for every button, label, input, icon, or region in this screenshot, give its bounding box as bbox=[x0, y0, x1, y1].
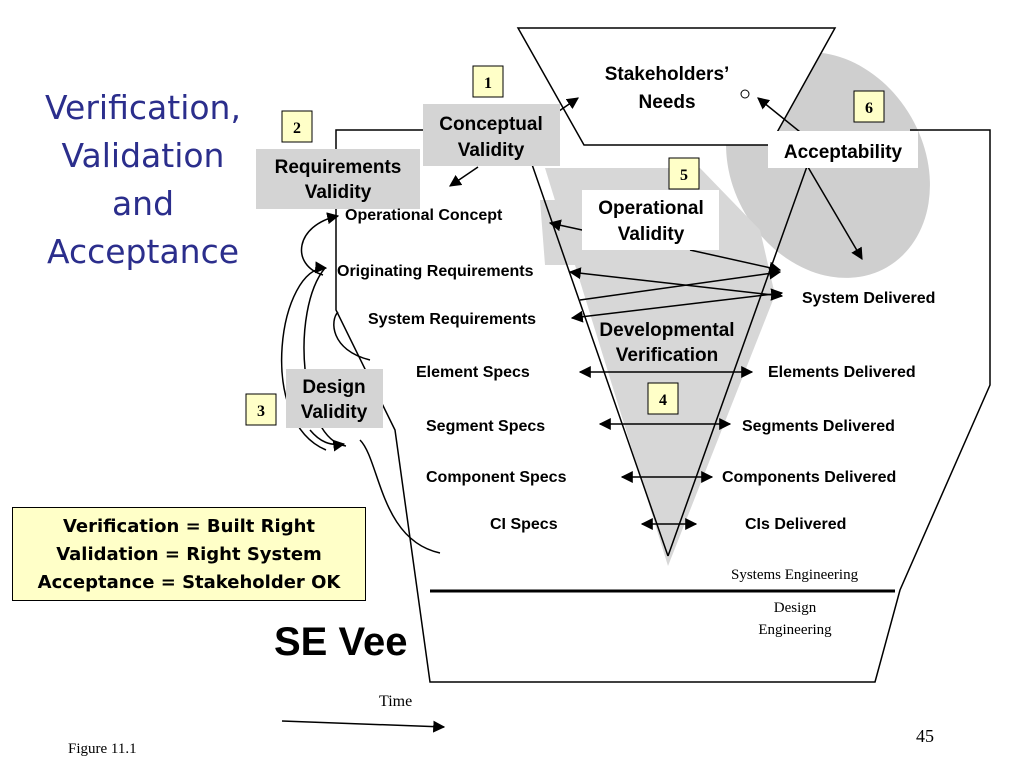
left-item-operational-concept: Operational Concept bbox=[345, 207, 503, 224]
legend-line-acceptance: Acceptance = Stakeholder OK bbox=[37, 572, 341, 593]
developmental-label-2: Verification bbox=[616, 345, 718, 366]
time-arrow bbox=[281, 720, 446, 733]
design-label-1: Design bbox=[302, 377, 365, 398]
figure-label: Figure 11.1 bbox=[68, 741, 137, 757]
number-box-5 bbox=[668, 157, 700, 190]
number-box-1 bbox=[472, 65, 504, 98]
page-number: 45 bbox=[916, 726, 934, 746]
time-label: Time bbox=[379, 693, 413, 710]
small-circle-icon bbox=[740, 89, 750, 99]
design-engineering-line-1: Design bbox=[773, 600, 817, 616]
right-item-elements-delivered: Elements Delivered bbox=[768, 364, 916, 381]
operational-label-2: Validity bbox=[618, 224, 685, 245]
page-title: Verification, Validation and Acceptance bbox=[20, 84, 266, 276]
requirements-loop bbox=[280, 261, 328, 451]
design-engineering-label: Design Engineering bbox=[740, 597, 850, 641]
stakeholders-label-2: Needs bbox=[638, 92, 695, 113]
conceptual-arrow-down bbox=[449, 166, 479, 187]
left-item-system-requirements: System Requirements bbox=[368, 311, 536, 328]
operational-arrow-right bbox=[689, 249, 782, 274]
number-3: 3 bbox=[257, 403, 265, 420]
design-engineering-line-2: Engineering bbox=[758, 622, 832, 638]
title-line-3: and bbox=[111, 184, 175, 223]
legend-line-validation: Validation = Right System bbox=[56, 544, 322, 565]
se-vee-subtitle: SE Vee bbox=[274, 620, 408, 664]
number-2: 2 bbox=[293, 120, 301, 137]
title-line-4: Acceptance bbox=[46, 232, 240, 271]
number-4: 4 bbox=[659, 392, 667, 409]
left-item-originating-requirements: Originating Requirements bbox=[337, 263, 534, 280]
operational-concept-loop bbox=[300, 212, 340, 276]
acceptability-arrow-down bbox=[804, 161, 863, 261]
conceptual-label-1: Conceptual bbox=[439, 114, 542, 135]
system-req-arrow bbox=[570, 288, 784, 323]
systems-engineering-label: Systems Engineering bbox=[731, 567, 859, 583]
right-item-segments-delivered: Segments Delivered bbox=[742, 418, 895, 435]
definition-legend: Verification = Built Right Validation = … bbox=[12, 507, 366, 601]
number-box-3 bbox=[245, 393, 277, 426]
design-validity-box bbox=[286, 369, 383, 428]
conceptual-validity-box bbox=[423, 104, 560, 166]
requirements-label-2: Validity bbox=[305, 182, 372, 203]
design-validity-lower-curve bbox=[359, 439, 441, 554]
inner-vee-left bbox=[526, 149, 669, 557]
right-item-cis-delivered: CIs Delivered bbox=[745, 516, 846, 533]
conceptual-label-2: Validity bbox=[458, 140, 525, 161]
number-6: 6 bbox=[865, 100, 873, 117]
acceptability-label: Acceptability bbox=[784, 142, 903, 163]
number-box-6 bbox=[853, 90, 885, 123]
number-5: 5 bbox=[680, 167, 688, 184]
requirements-validity-box bbox=[256, 149, 420, 209]
left-item-element-specs: Element Specs bbox=[416, 364, 530, 381]
right-item-components-delivered: Components Delivered bbox=[722, 469, 896, 486]
number-box-2 bbox=[281, 110, 313, 143]
operational-validity-box bbox=[582, 190, 719, 250]
operational-label-1: Operational bbox=[598, 198, 704, 219]
design-validity-curve bbox=[333, 311, 371, 361]
number-1: 1 bbox=[484, 75, 492, 92]
left-item-component-specs: Component Specs bbox=[426, 469, 567, 486]
developmental-label-1: Developmental bbox=[599, 320, 734, 341]
title-line-1: Verification, bbox=[45, 88, 241, 127]
stakeholders-label-1: Stakeholders’ bbox=[605, 64, 730, 85]
legend-line-verification: Verification = Built Right bbox=[62, 516, 315, 537]
requirements-label-1: Requirements bbox=[275, 157, 402, 178]
inner-vee-right bbox=[667, 157, 811, 557]
title-line-2: Validation bbox=[61, 136, 225, 175]
number-box-4 bbox=[647, 382, 679, 415]
right-item-system-delivered: System Delivered bbox=[802, 290, 935, 307]
design-validity-arrow bbox=[309, 429, 346, 452]
left-item-segment-specs: Segment Specs bbox=[426, 418, 545, 435]
left-item-ci-specs: CI Specs bbox=[490, 516, 558, 533]
acceptability-box bbox=[768, 131, 918, 168]
design-label-2: Validity bbox=[301, 402, 368, 423]
